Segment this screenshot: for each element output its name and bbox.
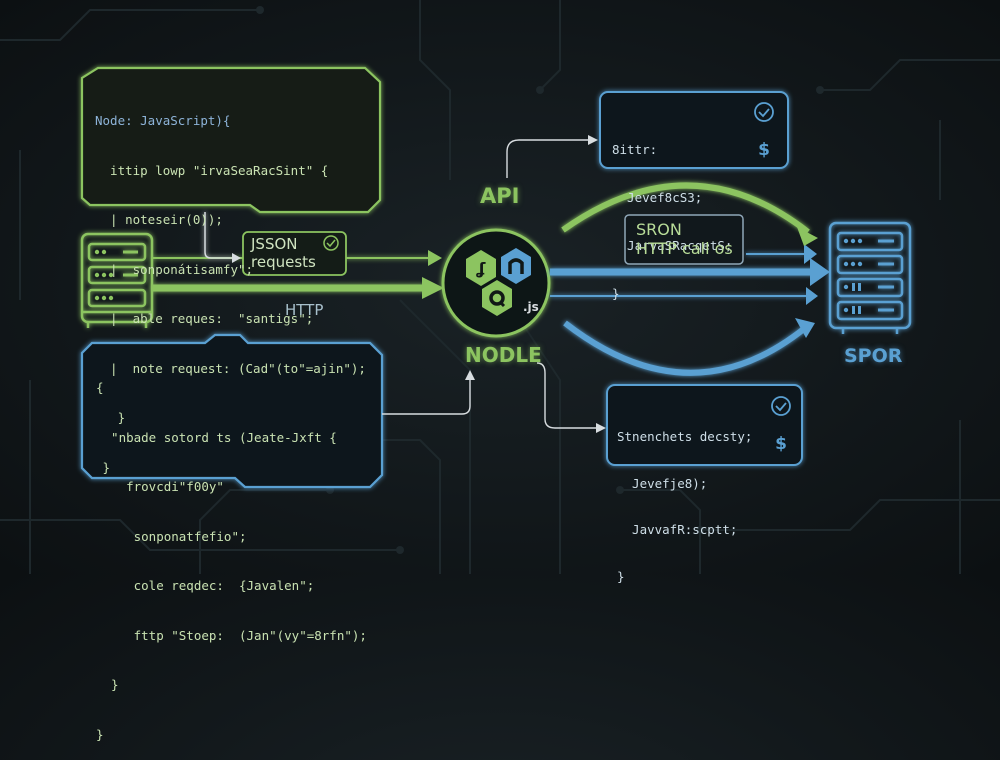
- code-line: frovcdi"f00y": [96, 479, 224, 494]
- code-panel-top-right-frame: [599, 91, 789, 169]
- arrow-head-icon: [797, 227, 818, 246]
- code-line: 8ittr:: [612, 142, 658, 157]
- code-line: Jevefje8);: [617, 475, 708, 491]
- code-panel-bottom-right: Stnenchets decsty; Jevefje8); JavvafR:sc…: [617, 398, 752, 600]
- code-line: }: [96, 726, 104, 742]
- check-circle-icon: [754, 102, 774, 122]
- code-line: }: [96, 677, 119, 692]
- code-line: }: [95, 459, 111, 475]
- arrow-head-icon: [422, 277, 444, 299]
- sron-box-label: SRON HTTP call os: [636, 220, 733, 258]
- arrow-head-icon: [588, 135, 598, 145]
- sron-label-line2: HTTP call os: [636, 239, 733, 258]
- code-line: | noteseir(0));: [95, 212, 223, 227]
- server-rack-icon-right: [828, 221, 912, 334]
- arrow-head-icon: [795, 318, 815, 338]
- json-requests-label: JSSON requests: [251, 235, 316, 271]
- code-line: {: [96, 380, 104, 395]
- js-badge: .js: [523, 300, 539, 314]
- json-label-line1: JSSON: [251, 235, 298, 253]
- q-hexagon-icon: [482, 280, 512, 316]
- json-requests-box: [242, 231, 347, 276]
- spor-label: SPOR: [844, 345, 903, 367]
- code-line: | note request: (Cad"(to"=ajin");: [95, 360, 366, 376]
- green-connector-wires: [152, 212, 430, 292]
- code-line: }: [617, 568, 625, 584]
- sron-label-line1: SRON: [636, 220, 682, 239]
- arrow-head-icon: [428, 250, 442, 266]
- arrow-head-icon: [810, 258, 830, 286]
- diagram-canvas: ʆ .js $ $: [80, 66, 912, 489]
- arrow-head-icon: [804, 244, 817, 264]
- n-hexagon-icon: [501, 248, 531, 284]
- sron-box: [624, 214, 744, 265]
- white-connector-wires: [382, 139, 596, 429]
- code-line: ittip lowp "irvaSeaRacSint" {: [95, 162, 329, 178]
- dollar-icon: $: [758, 140, 770, 160]
- code-panel-top-right: 8ittr: Jevef8cS3; JarvaSRacqetS; }: [612, 110, 732, 318]
- code-line: | sonponátisamfy";: [95, 261, 254, 277]
- code-line: cole reqdec: {Javalen";: [96, 578, 315, 593]
- check-circle-icon: [771, 396, 791, 416]
- check-circle-icon: [323, 235, 339, 251]
- code-line: Jevef8cS3;: [612, 190, 703, 205]
- code-line: Node: JavaScript){: [95, 113, 231, 128]
- code-line: fttp "Stoep: (Jan"(vy"=8rfn");: [96, 627, 367, 643]
- json-label-line2: requests: [251, 253, 316, 271]
- http-label: HTTP: [285, 301, 324, 319]
- code-line: | able reques: "santigs";: [95, 311, 314, 326]
- code-panel-bottom-left-frame: [80, 333, 384, 489]
- js-hexagon-icon: [466, 250, 496, 286]
- code-line: "nbade sotord ts (Jeate-Jxft {: [96, 429, 337, 445]
- arrow-head-icon: [232, 253, 241, 263]
- nodle-label: NODLE: [465, 343, 542, 367]
- code-panel-top-left-frame: [80, 66, 382, 214]
- code-line: }: [95, 410, 126, 425]
- arrow-head-icon: [596, 423, 606, 433]
- arrow-head-icon: [806, 287, 818, 305]
- blue-connector-wires: [550, 253, 815, 376]
- green-arc-wire: [561, 182, 810, 235]
- dollar-icon: $: [775, 434, 787, 454]
- code-panel-bottom-right-frame: [606, 384, 803, 466]
- code-panel-bottom-left: { "nbade sotord ts (Jeate-Jxft { frovcdi…: [96, 347, 367, 760]
- code-panel-top-left: Node: JavaScript){ ittip lowp "irvaSeaRa…: [95, 80, 366, 493]
- code-line: }: [612, 286, 620, 301]
- server-rack-icon: [80, 232, 154, 328]
- code-line: sonponatfefio";: [96, 528, 247, 544]
- code-line: Stnenchets decsty;: [617, 429, 753, 444]
- api-label: API: [480, 184, 520, 208]
- svg-text:ʆ: ʆ: [476, 259, 486, 278]
- circuit-background: [0, 0, 1000, 574]
- code-line: JavvafR:scptt;: [617, 522, 738, 537]
- arrow-head-icon: [465, 370, 475, 380]
- code-line: JarvaSRacqetS;: [612, 238, 733, 253]
